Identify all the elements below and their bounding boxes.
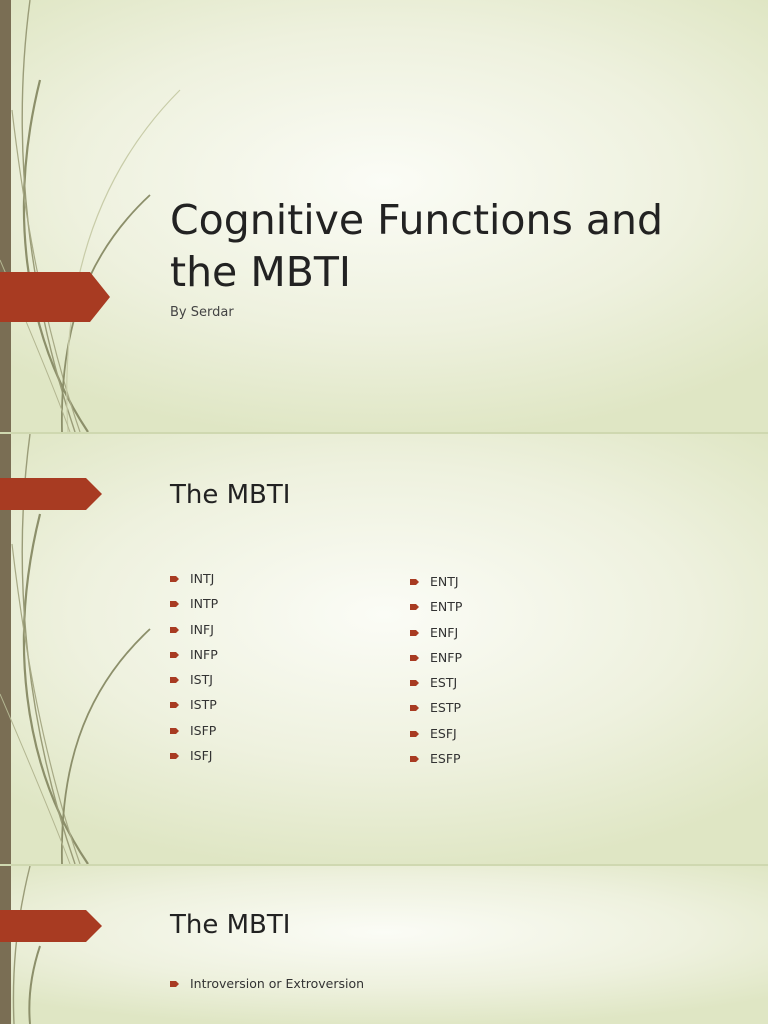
list-item: ISFJ <box>170 748 218 773</box>
accent-arrow <box>0 272 110 322</box>
arrow-bullet-icon <box>170 677 179 684</box>
slide-separator <box>0 864 768 866</box>
arrow-bullet-icon <box>410 705 419 712</box>
arrow-bullet-icon <box>170 753 179 760</box>
arrow-bullet-icon <box>170 651 179 658</box>
arrow-bullet-icon <box>410 654 419 661</box>
slide-edge-bar <box>0 434 11 864</box>
arrow-bullet-icon <box>410 756 419 763</box>
slide-2: The MBTI INTJ INTP INFJ INFP ISTJ ISTP I… <box>0 434 768 864</box>
arrow-bullet-icon <box>170 981 179 987</box>
list-item: INFP <box>170 647 218 672</box>
list-item: INTJ <box>170 571 218 596</box>
slide-separator <box>0 432 768 434</box>
extrovert-types-list: ENTJ ENTP ENFJ ENFP ESTJ ESTP ESFJ ESFP <box>410 574 462 776</box>
list-item: Introversion or Extroversion <box>170 976 364 1001</box>
slide-3: The MBTI Introversion or Extroversion <box>0 866 768 1024</box>
slide-edge-bar <box>0 866 11 1024</box>
arrow-bullet-icon <box>410 680 419 687</box>
list-item: INTP <box>170 596 218 621</box>
presentation-title: Cognitive Functions and the MBTI <box>170 196 664 296</box>
arrow-bullet-icon <box>170 727 179 734</box>
list-item: INFJ <box>170 622 218 647</box>
list-item: ENTJ <box>410 574 462 599</box>
list-item: ESTJ <box>410 675 462 700</box>
arrow-bullet-icon <box>410 579 419 585</box>
dichotomy-list: Introversion or Extroversion <box>170 976 364 1001</box>
list-item: ENTP <box>410 599 462 624</box>
list-item: ISTP <box>170 697 218 722</box>
arrow-bullet-icon <box>170 626 179 633</box>
accent-arrow <box>0 478 102 510</box>
arrow-bullet-icon <box>410 604 419 611</box>
list-item: ESTP <box>410 700 462 725</box>
list-item: ISFP <box>170 723 218 748</box>
arrow-bullet-icon <box>170 601 179 608</box>
arrow-bullet-icon <box>170 702 179 709</box>
accent-arrow <box>0 910 102 942</box>
swirl-decoration <box>0 434 151 864</box>
slide-title: The MBTI <box>170 480 291 510</box>
presentation-subtitle: By Serdar <box>170 305 234 320</box>
slide-title: The MBTI <box>170 910 291 940</box>
list-item: ENFP <box>410 650 462 675</box>
arrow-bullet-icon <box>410 629 419 636</box>
slide-edge-bar <box>0 0 11 432</box>
list-item: ISTJ <box>170 672 218 697</box>
list-item: ESFP <box>410 751 462 776</box>
arrow-bullet-icon <box>170 576 179 582</box>
introvert-types-list: INTJ INTP INFJ INFP ISTJ ISTP ISFP ISFJ <box>170 571 218 773</box>
list-item: ENFJ <box>410 625 462 650</box>
arrow-bullet-icon <box>410 730 419 737</box>
list-item: ESFJ <box>410 726 462 751</box>
slide-1: Cognitive Functions and the MBTI By Serd… <box>0 0 768 432</box>
swirl-decoration <box>12 866 41 1024</box>
